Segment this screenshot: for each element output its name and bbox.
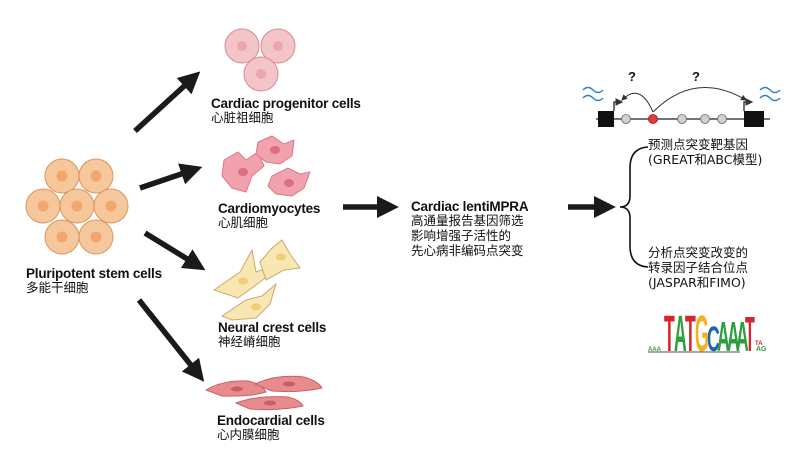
locus-diagram: ? ? [582,69,781,127]
question-mark-left: ? [628,69,636,84]
svg-text:T: T [745,307,755,362]
target-genes-line-2: (GREAT和ABC模型) [648,152,763,167]
pluripotent-label-zh: 多能干细胞 [26,280,89,296]
svg-text:C: C [707,319,720,358]
question-mark-right: ? [692,69,700,84]
motif-right-small-2: AG [756,346,767,353]
motif-logo: AAA T A T G C A A A T TA AG [648,306,767,364]
arrow-to-endocardial [136,298,205,382]
pluripotent-stem-cell-cluster [25,158,129,255]
svg-text:T: T [664,306,675,364]
endocardial-label-zh: 心内膜细胞 [217,427,280,443]
neural-crest-label-zh: 神经嵴细胞 [218,334,281,350]
lentimpra-line-2: 影响增强子活性的 [411,227,512,243]
arrow-to-neural-crest [143,230,206,271]
gene-box-right [744,111,764,127]
lentimpra-line-3: 先心病非编码点突变 [411,242,524,258]
lentimpra-title: Cardiac lentiMPRA [411,199,529,214]
motif-left-small: AAA [648,347,662,353]
cardiomyocytes-label-zh: 心肌细胞 [218,215,269,231]
tf-binding-line-3: (JASPAR和FIMO) [648,275,746,290]
transcript-wave-left [582,86,604,102]
neural-crest-label-en: Neural crest cells [218,320,327,335]
transcript-wave-right [759,86,781,102]
tf-binding-line-2: 转录因子结合位点 [648,260,749,275]
lentimpra-line-1: 高通量报告基因筛选 [411,213,524,229]
cardiomyocytes-illustration [221,135,311,197]
arrow-to-cardiomyocytes [139,163,203,191]
svg-text:G: G [695,306,709,364]
motif-right-small: TA [755,341,763,347]
endocardial-label-en: Endocardial cells [217,413,325,428]
motif-main-letters: T A T G C A A A [664,306,749,364]
svg-text:A: A [727,313,740,360]
arrow-to-progenitor [133,71,201,134]
progenitor-label-zh: 心脏祖细胞 [211,110,274,126]
svg-text:A: A [717,313,730,360]
svg-text:T: T [685,306,696,364]
tf-binding-line-1: 分析点突变改变的 [648,245,749,260]
gene-box-left [598,111,614,127]
cardiac-progenitor-cells-illustration [224,28,296,92]
outcome-brace [619,146,649,268]
svg-text:A: A [736,313,749,360]
pluripotent-label-en: Pluripotent stem cells [26,266,162,281]
progenitor-label-en: Cardiac progenitor cells [211,96,361,111]
cardiomyocytes-label-en: Cardiomyocytes [218,201,321,216]
target-genes-line-1: 预测点突变靶基因 [648,137,749,152]
mutation-dot [648,114,658,124]
svg-text:A: A [674,306,687,364]
endocardial-cells-illustration [204,375,323,411]
